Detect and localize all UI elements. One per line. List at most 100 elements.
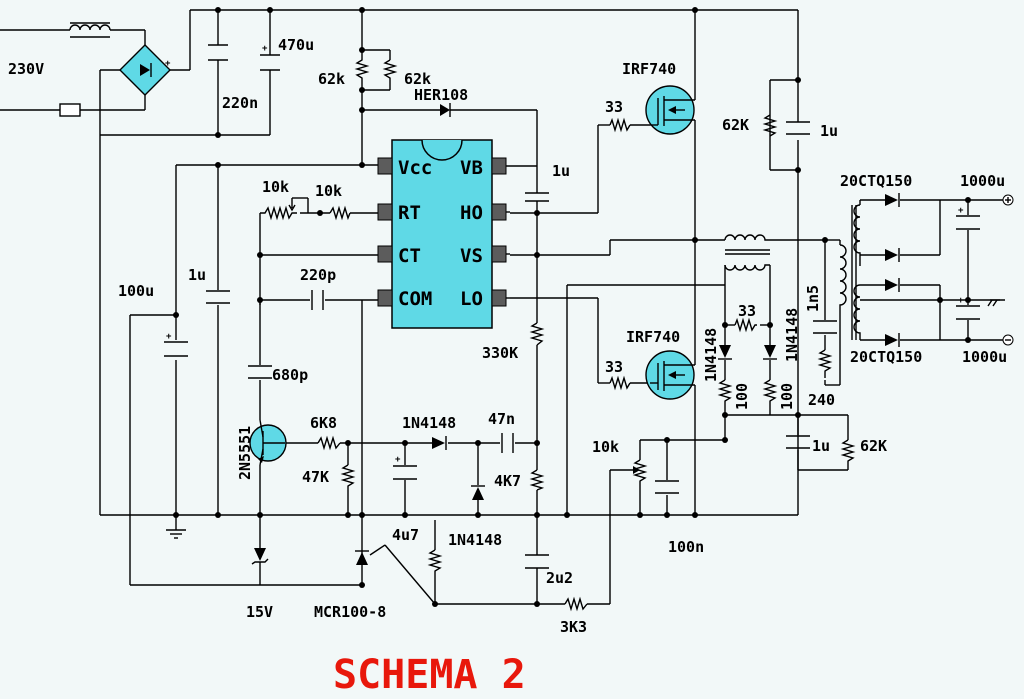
diode-1n4148-a-symbol	[432, 436, 447, 450]
label-c-680: 680p	[272, 366, 308, 384]
label-mains: 230V	[8, 60, 44, 78]
mosfet-irf740-top-symbol	[645, 85, 696, 135]
label-r-330k: 330K	[482, 344, 518, 362]
label-c-filter: 220n	[222, 94, 258, 112]
resistor-62k-top-symbol	[762, 114, 778, 137]
label-c-vcc-small: 1u	[188, 266, 206, 284]
label-scr: MCR100-8	[314, 603, 386, 621]
mosfet-irf740-bottom-symbol	[645, 350, 696, 400]
bridge-rectifier-symbol: +	[119, 44, 171, 96]
capacitor-vcc-1u-symbol	[206, 290, 230, 304]
ic-pin-vcc: Vcc	[398, 157, 432, 179]
capacitor-100n-symbol	[655, 480, 679, 494]
capacitor-1u-top-symbol	[786, 121, 810, 135]
label-r-47k: 47K	[302, 468, 329, 486]
ic-pin-lo: LO	[460, 288, 483, 310]
svg-text:+: +	[166, 332, 172, 342]
label-zener: 15V	[246, 603, 273, 621]
output-terminal-negative	[1002, 334, 1014, 346]
label-c-boot: 1u	[552, 162, 570, 180]
resistor-gate-bottom-symbol	[609, 375, 631, 391]
capacitor-boot-1u-symbol	[525, 192, 549, 202]
svg-text:+: +	[958, 296, 964, 306]
svg-text:+: +	[165, 59, 171, 69]
label-c-1n5: 1n5	[804, 285, 822, 312]
label-r-100-a: 100	[733, 383, 751, 410]
ic-pin-vs: VS	[460, 245, 483, 267]
resistor-240-symbol	[817, 349, 833, 378]
capacitor-470u-symbol: +	[260, 44, 280, 71]
label-c-1u-top: 1u	[820, 122, 838, 140]
svg-text:+: +	[262, 44, 268, 54]
capacitor-100u-symbol: +	[164, 332, 188, 357]
label-r-rt: 10k	[315, 182, 342, 200]
label-mosfet-bottom: IRF740	[626, 328, 680, 346]
resistor-4k7-symbol	[529, 469, 545, 491]
current-transformer-symbol	[724, 234, 770, 271]
capacitor-220n-symbol	[208, 44, 228, 61]
potentiometer-rt-symbol	[260, 205, 297, 221]
wires	[0, 9, 1005, 605]
resistor-47k-symbol	[340, 464, 356, 490]
ic-pin-rt: RT	[398, 202, 421, 224]
ic-pin-com: COM	[398, 288, 432, 310]
label-r-100-b: 100	[778, 383, 796, 410]
output-diodes-symbol	[885, 193, 900, 347]
diode-1n4148-right-symbol	[763, 345, 777, 360]
label-c-ct: 220p	[300, 266, 336, 284]
ic-pin-vb: VB	[460, 157, 483, 179]
capacitor-1n5-symbol	[813, 320, 837, 334]
main-transformer-symbol	[839, 204, 861, 340]
diode-1n4148-left-symbol	[718, 345, 732, 360]
label-mosfet-top: IRF740	[622, 60, 676, 78]
svg-text:+: +	[395, 455, 401, 465]
label-r-62k-bottom: 62K	[860, 437, 887, 455]
label-r-62k-top: 62K	[722, 116, 749, 134]
capacitor-1u-bottom-symbol	[786, 435, 810, 449]
resistor-rt-10k-symbol	[329, 205, 351, 221]
potentiometer-10k-symbol	[632, 459, 648, 490]
transistor-2n5551-symbol	[249, 419, 287, 466]
label-d-1n4148-r: 1N4148	[783, 308, 801, 362]
capacitor-4u7-symbol: +	[393, 455, 417, 480]
label-r62k-a: 62k	[318, 70, 345, 88]
label-c-vcc-big: 100u	[118, 282, 154, 300]
label-d-1n4148-l: 1N4148	[702, 328, 720, 382]
capacitor-47n-symbol	[501, 433, 514, 453]
label-d-boot: HER108	[414, 86, 468, 104]
label-c-100n: 100n	[668, 538, 704, 556]
label-q-trans: 2N5551	[236, 426, 254, 480]
resistor-gate-top-symbol	[609, 117, 631, 133]
label-r-3k3: 3K3	[560, 618, 587, 636]
scr-mcr100-8-symbol	[355, 550, 369, 565]
label-r-gate-top: 33	[605, 98, 623, 116]
diode-1n4148-b-symbol	[471, 485, 485, 500]
label-d-1n4148-a: 1N4148	[402, 414, 456, 432]
capacitor-680p-symbol	[248, 365, 272, 379]
resistor-6k8-symbol	[317, 435, 341, 451]
diode-her108-symbol	[440, 103, 451, 117]
resistor-33-mid-symbol	[734, 317, 757, 333]
fuse-symbol	[59, 103, 81, 117]
resistor-100-b-symbol	[762, 379, 778, 405]
label-r-gate-bottom: 33	[605, 358, 623, 376]
ic-pin-ho: HO	[460, 202, 483, 224]
resistor-3k3-symbol	[564, 596, 588, 612]
resistor-62k-b-symbol	[382, 59, 398, 82]
ground-symbol	[166, 529, 186, 539]
output-terminal-positive	[1002, 194, 1014, 206]
component-labels: 230V 220n 470u 62k 62k HER108 10k 10k 1u…	[8, 36, 1007, 636]
output-ground-symbol	[987, 299, 1000, 307]
label-r-240: 240	[808, 391, 835, 409]
output-capacitor-top-symbol: +	[956, 206, 980, 230]
resistor-62k-bottom-symbol	[840, 439, 856, 465]
label-rect-top: 20CTQ150	[840, 172, 912, 190]
resistor-330k-symbol	[529, 322, 545, 346]
zener-15v-symbol	[251, 548, 269, 565]
mains-choke-symbol	[69, 24, 111, 31]
label-out-cap-bottom: 1000u	[962, 348, 1007, 366]
output-capacitor-bottom-symbol: +	[956, 296, 980, 320]
resistor-62k-a-symbol	[354, 50, 370, 90]
resistor-100-a-symbol	[717, 379, 733, 405]
